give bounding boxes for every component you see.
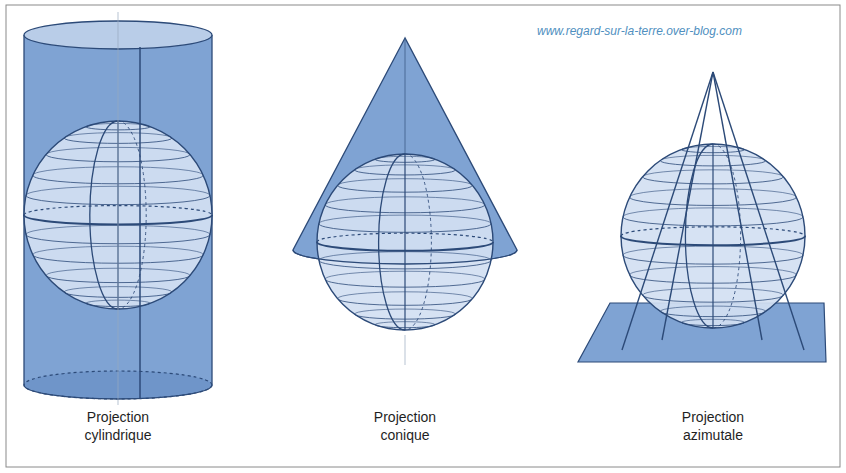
meridian [685, 144, 713, 328]
cylinder-front [24, 12, 212, 405]
globe [621, 144, 805, 328]
frame [6, 5, 840, 467]
globe [317, 154, 493, 330]
projection-caption: Projection cylindrique [73, 408, 163, 444]
globe-outline [317, 154, 493, 330]
globe-outline [621, 144, 805, 328]
meridian [404, 154, 405, 330]
meridian [90, 121, 118, 309]
meridian [379, 154, 405, 330]
meridian [712, 144, 713, 328]
meridian [713, 144, 741, 328]
meridian [118, 121, 146, 309]
projection-caption: Projection conique [360, 408, 450, 444]
watermark: www.regard-sur-la-terre.over-blog.com [537, 24, 742, 38]
projection-caption: Projection azimutale [668, 408, 758, 444]
meridian [405, 154, 431, 330]
cone-front [293, 250, 517, 365]
projection-rays [622, 72, 804, 350]
